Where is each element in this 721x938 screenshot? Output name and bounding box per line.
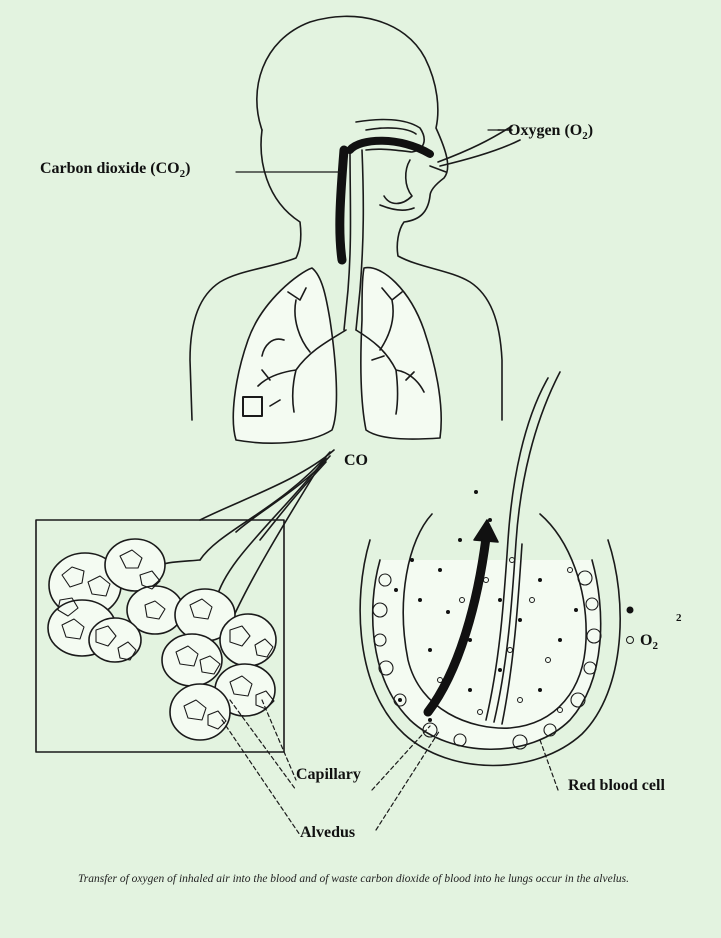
human-silhouette <box>190 16 502 420</box>
alveoli-inset <box>36 452 330 752</box>
carbon-dioxide-label: Carbon dioxide (CO2) <box>40 160 190 180</box>
figure-caption: Transfer of oxygen of inhaled air into t… <box>78 872 678 886</box>
zoom-lines <box>200 450 334 540</box>
legend-superscript: 2 <box>676 612 682 624</box>
red-blood-cell-label: Red blood cell <box>568 777 665 795</box>
co-label: CO <box>344 452 368 470</box>
legend-o2-label: O2 <box>640 632 658 652</box>
capillary-label: Capillary <box>296 766 361 784</box>
lungs <box>233 268 441 444</box>
alveolus-label: Alvedus <box>300 824 355 842</box>
oxygen-label: Oxygen (O2) <box>508 122 593 142</box>
